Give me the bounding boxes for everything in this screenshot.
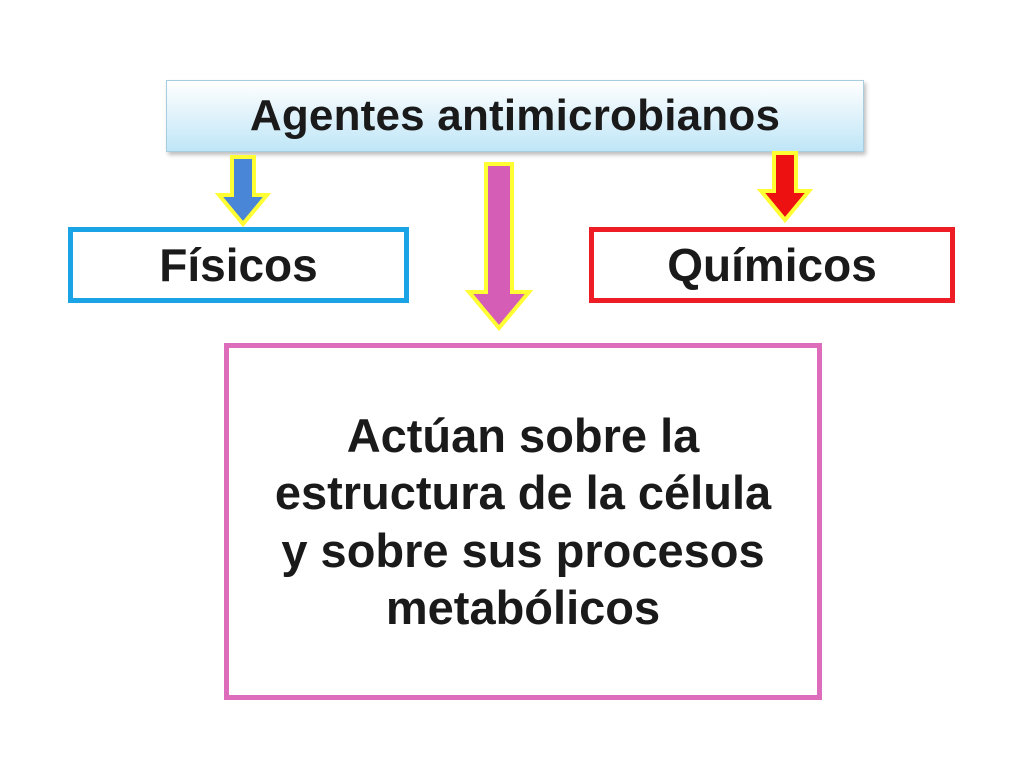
arrow-down-red-icon [757,151,813,224]
description-text: Actúan sobre la estructura de la célula … [274,408,772,634]
arrow-down-blue-icon [215,155,271,228]
quimicos-label: Químicos [667,239,877,291]
fisicos-label: Físicos [159,239,318,291]
quimicos-box: Químicos [589,227,955,303]
fisicos-box: Físicos [68,227,409,303]
description-box: Actúan sobre la estructura de la célula … [224,343,822,700]
title-box: Agentes antimicrobianos [166,80,864,152]
arrow-down-pink-icon [464,162,534,332]
diagram-title: Agentes antimicrobianos [249,91,781,140]
